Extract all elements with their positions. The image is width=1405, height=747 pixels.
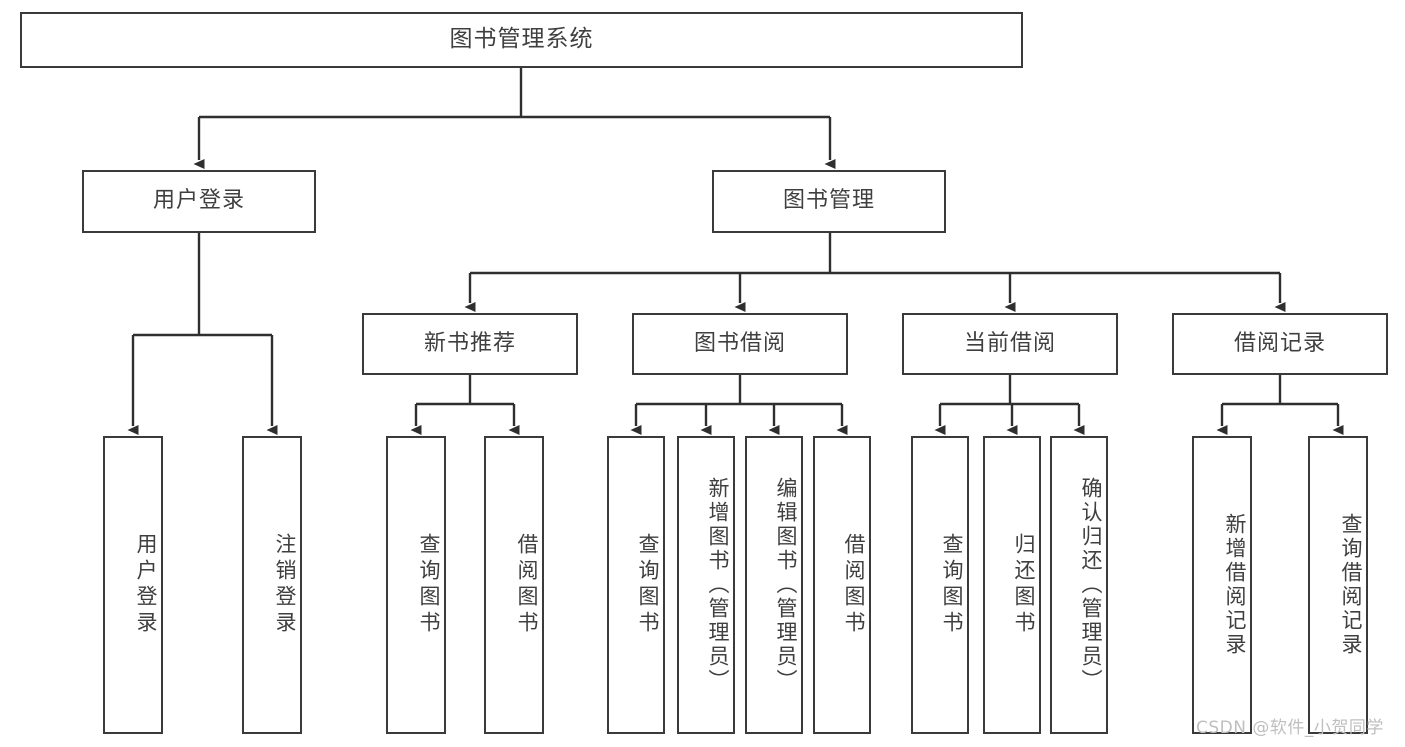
node-book-management[interactable]: 图书管理 bbox=[712, 170, 946, 233]
leaf-label: 查询图书 bbox=[636, 533, 660, 637]
csdn-watermark: CSDN @软件_小贺同学 bbox=[1196, 718, 1384, 738]
leaf-confirm-return-admin[interactable]: 确认归还（管理员） bbox=[1050, 436, 1108, 734]
leaf-label: 查询图书 bbox=[417, 533, 441, 637]
leaf-label: 新增借阅记录 bbox=[1223, 513, 1247, 657]
leaf-label: 注销登录 bbox=[273, 533, 297, 637]
node-user-login[interactable]: 用户登录 bbox=[82, 170, 316, 233]
node-root-system[interactable]: 图书管理系统 bbox=[20, 12, 1023, 68]
leaf-label: 查询图书 bbox=[940, 533, 964, 637]
node-book-borrow[interactable]: 图书借阅 bbox=[632, 313, 848, 375]
leaf-query-book-current[interactable]: 查询图书 bbox=[911, 436, 969, 734]
node-current-borrow[interactable]: 当前借阅 bbox=[902, 313, 1118, 375]
node-new-book-recommend[interactable]: 新书推荐 bbox=[362, 313, 578, 375]
node-borrow-record[interactable]: 借阅记录 bbox=[1172, 313, 1388, 375]
leaf-return-book[interactable]: 归还图书 bbox=[983, 436, 1041, 734]
leaf-label: 查询借阅记录 bbox=[1339, 513, 1363, 657]
leaf-label: 编辑图书（管理员） bbox=[774, 477, 798, 693]
leaf-borrow-book-new[interactable]: 借阅图书 bbox=[484, 436, 544, 734]
leaf-label: 新增图书（管理员） bbox=[706, 477, 730, 693]
leaf-label: 归还图书 bbox=[1012, 533, 1036, 637]
leaf-edit-book-admin[interactable]: 编辑图书（管理员） bbox=[745, 436, 803, 734]
leaf-add-borrow-record[interactable]: 新增借阅记录 bbox=[1192, 436, 1252, 734]
leaf-query-book-new[interactable]: 查询图书 bbox=[386, 436, 446, 734]
leaf-query-book-borrow[interactable]: 查询图书 bbox=[607, 436, 665, 734]
leaf-user-login[interactable]: 用户登录 bbox=[103, 436, 163, 734]
leaf-label: 用户登录 bbox=[134, 533, 158, 637]
leaf-label: 确认归还（管理员） bbox=[1079, 477, 1103, 693]
leaf-label: 借阅图书 bbox=[842, 533, 866, 637]
leaf-borrow-book[interactable]: 借阅图书 bbox=[813, 436, 871, 734]
leaf-label: 借阅图书 bbox=[515, 533, 539, 637]
leaf-add-book-admin[interactable]: 新增图书（管理员） bbox=[677, 436, 735, 734]
leaf-logout[interactable]: 注销登录 bbox=[242, 436, 302, 734]
leaf-query-borrow-record[interactable]: 查询借阅记录 bbox=[1308, 436, 1368, 734]
